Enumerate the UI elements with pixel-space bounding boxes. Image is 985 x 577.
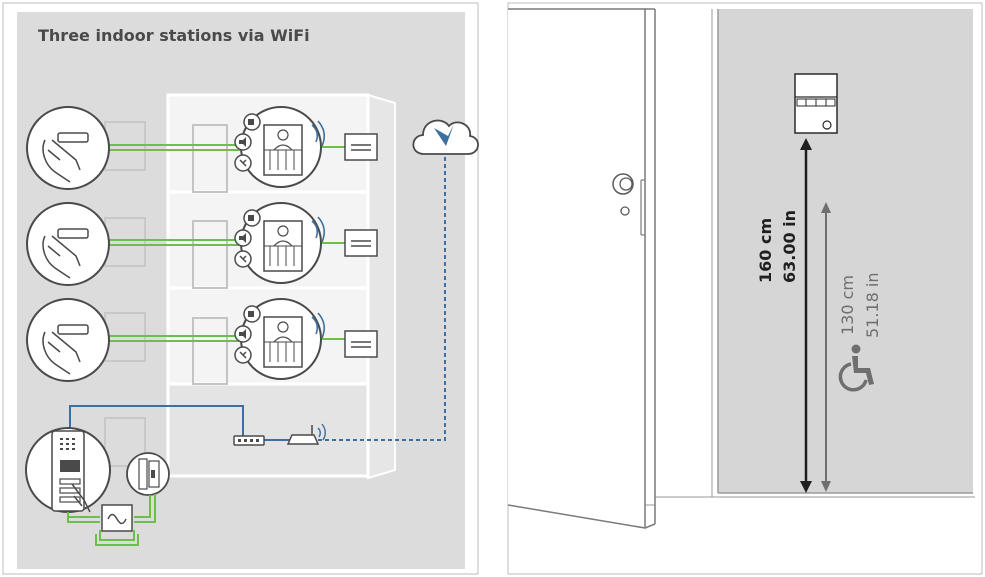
ground-floor [166,382,370,478]
monitor-side-icons [234,113,261,172]
cloud-icon [412,119,479,155]
room-controller [344,133,378,161]
push-button-circle [26,106,110,190]
app-logo-icon [434,124,454,146]
floor-row-1 [26,106,378,190]
outdoor-station-circle [25,427,111,513]
bus-wire [69,405,244,440]
wall [718,9,973,493]
left-panel: Three indoor stations via WiFi [2,2,479,575]
height-arrow-accessible: 130 cm 51.18 in [821,202,882,492]
right-panel: 160 cm 63.00 in 130 cm 51.18 in [507,2,983,575]
height-arrow-standard: 160 cm 63.00 in [756,138,812,493]
network-switch-icon [233,435,265,446]
diagram-title: Three indoor stations via WiFi [38,26,310,45]
power-supply [67,494,156,546]
room-controller [344,229,378,257]
monitor-side-icons [234,305,261,364]
wheelchair-icon [838,344,874,392]
door-handle-icon [612,173,634,216]
wifi-dashed-link [318,152,446,441]
room-controller [344,330,378,358]
height-accessible-cm: 130 cm [838,275,857,335]
wifi-router-icon [286,423,326,445]
door-opener-circle [126,452,170,496]
indoor-monitor-circle [240,202,326,284]
height-standard-in: 63.00 in [780,210,799,283]
height-accessible-in: 51.18 in [863,273,882,338]
push-button-circle [26,298,110,382]
height-standard-cm: 160 cm [756,218,775,283]
push-button-circle [26,202,110,286]
indoor-station-icon [794,73,838,134]
monitor-side-icons [234,209,261,268]
indoor-monitor-circle [240,298,326,380]
floor-row-2 [26,202,378,286]
floor-row-3 [26,298,378,382]
door [507,8,656,529]
